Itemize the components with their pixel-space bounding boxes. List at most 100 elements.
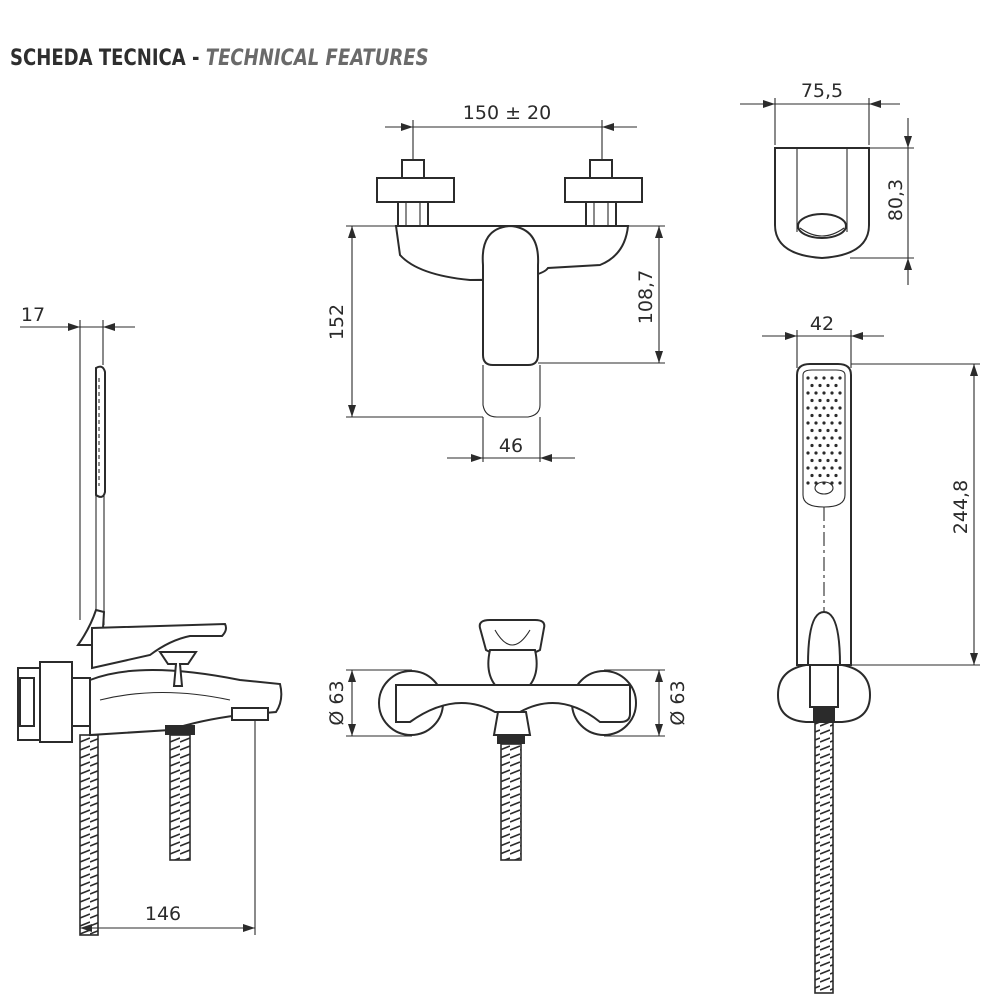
nozzle-dot [838,466,842,470]
nozzle-dot [810,398,814,403]
diverter-nut-side [71,677,91,727]
arrow-icon [655,724,663,736]
nozzle-dot [838,481,842,485]
arrow-icon [103,323,115,331]
nozzle-dot [818,398,822,403]
mixer-body-front [395,684,631,723]
dim-46-label: 46 [499,435,523,457]
nozzle-dot [838,436,842,440]
hose-nut-handshower [813,707,835,721]
handshower-grip-tip [806,610,842,666]
nozzle-dot [830,376,834,380]
arrow-icon [80,924,92,932]
nozzle-dot [814,481,818,485]
nozzle-dot [814,421,818,425]
holder-view: 75,5 80,3 [740,80,914,285]
page-title: SCHEDA TECNICA - TECHNICAL FEATURES [10,46,429,71]
nozzle-dot [822,451,826,455]
holder-body [774,147,870,260]
mixer-front-view: Ø 63 Ø 63 [326,619,689,861]
nozzle-dot [834,473,838,478]
arrow-icon [602,123,614,131]
dim-spacing-label: 150 ± 20 [463,102,551,124]
nozzle-dot [826,383,830,388]
nozzle-dot [838,421,842,425]
spout-side [89,669,283,737]
arrow-icon [243,924,255,932]
nozzle-dot [814,451,818,455]
inlet-stub-left [401,159,425,179]
nozzle-dot [818,413,822,418]
arrow-icon [540,454,552,462]
dim-244-8-label: 244,8 [950,480,972,534]
nozzle-dot [814,436,818,440]
nozzle-dot [818,473,822,478]
handshower-face [802,369,846,508]
arrow-icon [348,670,356,682]
nozzle-dot [834,398,838,403]
arrow-icon [785,332,797,340]
hose-side-long [79,734,99,936]
nozzle-dot [814,406,818,410]
diverter-knob-side [158,651,198,687]
arrow-icon [655,226,663,238]
nozzle-dot [818,458,822,463]
nozzle-dot [818,443,822,448]
nozzle-dot [834,428,838,433]
nozzle-dot [830,451,834,455]
arrow-icon [348,405,356,417]
nozzle-dot [806,376,810,380]
nozzle-dot [814,466,818,470]
nozzle-dot [822,376,826,380]
arrow-icon [869,100,881,108]
nozzle-dot [810,383,814,388]
dim-108-7-label: 108,7 [635,270,657,324]
inlet-nut-left [397,201,429,227]
nozzle-dot [810,428,814,433]
arrow-icon [68,323,80,331]
nozzle-dot [830,391,834,395]
nozzle-dot [806,436,810,440]
nozzle-dot [822,481,826,485]
nozzle-dot [806,451,810,455]
wall-connector-side [39,661,73,743]
nozzle-dot [806,481,810,485]
dim-152-label: 152 [326,304,348,340]
nozzle-dot [838,406,842,410]
dim-17-label: 17 [21,304,45,326]
nozzle-dot [814,376,818,380]
mixer-top-view: 150 ± 20 152 [326,102,665,462]
inlet-flange-left [376,177,455,203]
dim-42-label: 42 [810,313,834,335]
arrow-icon [904,136,912,148]
nozzle-dot [838,451,842,455]
holder-clip [809,664,839,708]
nozzle-dot [830,466,834,470]
arrow-icon [763,100,775,108]
hose-nut-side [165,725,195,735]
arrow-icon [970,364,978,376]
nozzle-dot [834,413,838,418]
lever-tip-outline [482,365,541,418]
nozzle-dot [834,443,838,448]
nozzle-dot [810,473,814,478]
nozzle-dot [826,458,830,463]
hose-nut-front [497,735,525,744]
nozzle-dot [822,391,826,395]
dim-63-left-label: Ø 63 [326,680,348,725]
arrow-icon [348,226,356,238]
nozzle-dot [806,406,810,410]
nozzle-dot [826,443,830,448]
nozzle-dot [806,391,810,395]
lever-stem-front [487,649,538,686]
nozzle-dot [830,421,834,425]
nozzle-dot [818,383,822,388]
aerator-side [231,707,269,721]
dim-80-3-label: 80,3 [885,179,907,221]
nozzle-dot [818,428,822,433]
mixer-lever-top [481,224,540,366]
arrow-icon [851,332,863,340]
nozzle-dot [826,473,830,478]
title-italian: SCHEDA TECNICA [10,46,186,71]
